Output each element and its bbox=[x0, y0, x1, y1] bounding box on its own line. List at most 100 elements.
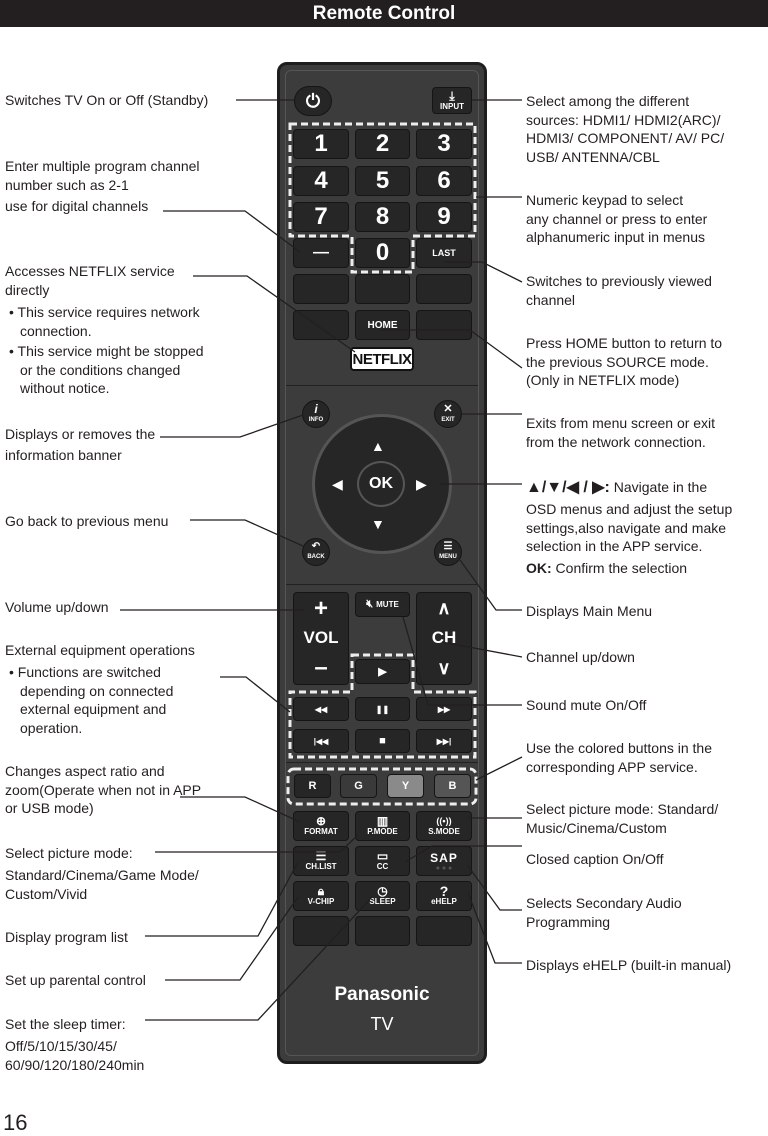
vchip-button[interactable]: 🔒︎V-CHIP bbox=[293, 881, 349, 911]
blank-button[interactable] bbox=[355, 274, 410, 304]
smode-desc: Select picture mode: Standard/ Music/Cin… bbox=[526, 801, 719, 836]
next-button[interactable]: ▶▶| bbox=[416, 729, 472, 753]
sleep-desc: Set the sleep timer: bbox=[5, 1016, 126, 1032]
netflix-bullet-1: • This service requires network connecti… bbox=[9, 304, 200, 339]
red-button[interactable]: R bbox=[294, 774, 331, 798]
power-button[interactable]: ⏻ bbox=[294, 86, 332, 116]
close-icon: ✕ bbox=[443, 402, 453, 415]
green-button[interactable]: G bbox=[340, 774, 377, 798]
external-desc: External equipment operations bbox=[5, 642, 195, 658]
input-icon: ⤓ bbox=[449, 88, 455, 103]
mute-desc: Sound mute On/Off bbox=[526, 697, 647, 713]
last-desc: Switches to previously viewed channel bbox=[526, 273, 712, 308]
sleep-button[interactable]: ◷SLEEP bbox=[355, 881, 410, 911]
digit-7-button[interactable]: 7 bbox=[293, 202, 349, 232]
home-desc: Press HOME button to return to the previ… bbox=[526, 335, 723, 388]
nav-arrows-icon: ▲/▼/◀ / ▶: bbox=[526, 479, 610, 496]
digit-1-button[interactable]: 1 bbox=[293, 129, 349, 159]
numeric-desc: Numeric keypad to select any channel or … bbox=[526, 192, 708, 245]
page-number: 16 bbox=[3, 1110, 28, 1135]
back-icon: ↶ bbox=[311, 541, 321, 552]
blue-button[interactable]: B bbox=[434, 774, 471, 798]
info-desc-2: information banner bbox=[5, 447, 122, 463]
list-icon: ☰ bbox=[315, 849, 327, 863]
blank-button[interactable] bbox=[355, 916, 410, 946]
digit-5-button[interactable]: 5 bbox=[355, 166, 410, 196]
volume-rocker[interactable]: +VOL– bbox=[293, 592, 349, 685]
dash-button[interactable]: — bbox=[293, 238, 349, 268]
divider bbox=[286, 584, 478, 585]
digital-channel-desc: use for digital channels bbox=[5, 198, 149, 214]
down-arrow-button[interactable]: ▼ bbox=[371, 516, 385, 532]
channel-rocker[interactable]: ∧CH∨ bbox=[416, 592, 472, 685]
digit-6-button[interactable]: 6 bbox=[416, 166, 472, 196]
lock-icon: 🔒︎ bbox=[317, 884, 325, 898]
ok-button[interactable]: OK bbox=[357, 461, 405, 507]
ehelp-desc: Displays eHELP (built-in manual) bbox=[526, 957, 732, 973]
sap-desc: Selects Secondary Audio Programming bbox=[526, 895, 682, 930]
back-button[interactable]: ↶BACK bbox=[302, 538, 330, 566]
divider bbox=[286, 385, 478, 386]
blank-button[interactable] bbox=[293, 274, 349, 304]
netflix-bullet-2: • This service might be stopped or the c… bbox=[9, 343, 204, 396]
right-arrow-button[interactable]: ▶ bbox=[416, 476, 427, 492]
mute-icon: 🔇︎ bbox=[366, 598, 374, 610]
format-button[interactable]: ⊕FORMAT bbox=[293, 811, 349, 841]
external-bullet: • Functions are switched depending on co… bbox=[9, 664, 174, 736]
chlist-desc: Display program list bbox=[5, 929, 128, 945]
smode-button[interactable]: ((•))S.MODE bbox=[416, 811, 472, 841]
tv-label: TV bbox=[370, 1014, 394, 1034]
blank-button[interactable] bbox=[416, 916, 472, 946]
info-desc: Displays or removes the bbox=[5, 426, 156, 442]
picture-icon: ▥ bbox=[376, 814, 389, 828]
power-desc: Switches TV On or Off (Standby) bbox=[5, 92, 209, 108]
ok-label: OK: bbox=[526, 560, 552, 576]
digit-0-button[interactable]: 0 bbox=[355, 238, 410, 268]
play-button[interactable]: ▶ bbox=[355, 659, 410, 684]
home-button[interactable]: HOME bbox=[355, 310, 410, 340]
exit-desc: Exits from menu screen or exit from the … bbox=[526, 415, 716, 450]
digit-4-button[interactable]: 4 bbox=[293, 166, 349, 196]
pmode-button[interactable]: ▥P.MODE bbox=[355, 811, 410, 841]
netflix-button[interactable]: NETFLIX bbox=[350, 347, 414, 371]
info-icon: i bbox=[314, 401, 318, 416]
page-header: Remote Control bbox=[0, 0, 768, 27]
ok-desc: Confirm the selection bbox=[551, 560, 688, 576]
sound-icon: ((•)) bbox=[436, 816, 452, 826]
pmode-desc: Select picture mode: bbox=[5, 845, 133, 861]
left-arrow-button[interactable]: ◀ bbox=[332, 476, 343, 492]
previous-button[interactable]: |◀◀ bbox=[293, 729, 349, 753]
blank-button[interactable] bbox=[416, 274, 472, 304]
volume-desc: Volume up/down bbox=[5, 599, 109, 615]
digit-8-button[interactable]: 8 bbox=[355, 202, 410, 232]
chlist-button[interactable]: ☰CH.LIST bbox=[293, 846, 349, 876]
input-button[interactable]: ⤓INPUT bbox=[432, 87, 472, 114]
digit-3-button[interactable]: 3 bbox=[416, 129, 472, 159]
mute-button[interactable]: 🔇︎MUTE bbox=[355, 592, 410, 617]
sleep-desc-2: Off/5/10/15/30/45/ 60/90/120/180/240min bbox=[5, 1038, 145, 1073]
ehelp-button[interactable]: ?eHELP bbox=[416, 881, 472, 911]
digit-2-button[interactable]: 2 bbox=[355, 129, 410, 159]
rewind-button[interactable]: ◀◀ bbox=[293, 697, 349, 721]
digit-9-button[interactable]: 9 bbox=[416, 202, 472, 232]
fast-forward-button[interactable]: ▶▶ bbox=[416, 697, 472, 721]
cc-button[interactable]: ▭CC bbox=[355, 846, 410, 876]
stop-button[interactable]: ■ bbox=[355, 729, 410, 753]
brand-logo: Panasonic bbox=[334, 984, 430, 1005]
sap-button[interactable]: SAP● ● ● bbox=[416, 846, 472, 876]
caption-icon: ▭ bbox=[376, 849, 389, 863]
menu-button[interactable]: ☰MENU bbox=[434, 538, 462, 566]
format-icon: ⊕ bbox=[315, 814, 327, 828]
last-button[interactable]: LAST bbox=[416, 238, 472, 268]
menu-desc: Displays Main Menu bbox=[526, 603, 653, 619]
pause-button[interactable]: ❚❚ bbox=[355, 697, 410, 721]
up-arrow-button[interactable]: ▲ bbox=[371, 438, 385, 454]
format-desc: Changes aspect ratio and zoom(Operate wh… bbox=[5, 763, 202, 816]
blank-button[interactable] bbox=[416, 310, 472, 340]
yellow-button[interactable]: Y bbox=[387, 774, 424, 798]
playback-group-outline bbox=[288, 653, 477, 759]
remote-inner-edge bbox=[285, 70, 479, 1056]
exit-button[interactable]: ✕EXIT bbox=[434, 400, 462, 428]
